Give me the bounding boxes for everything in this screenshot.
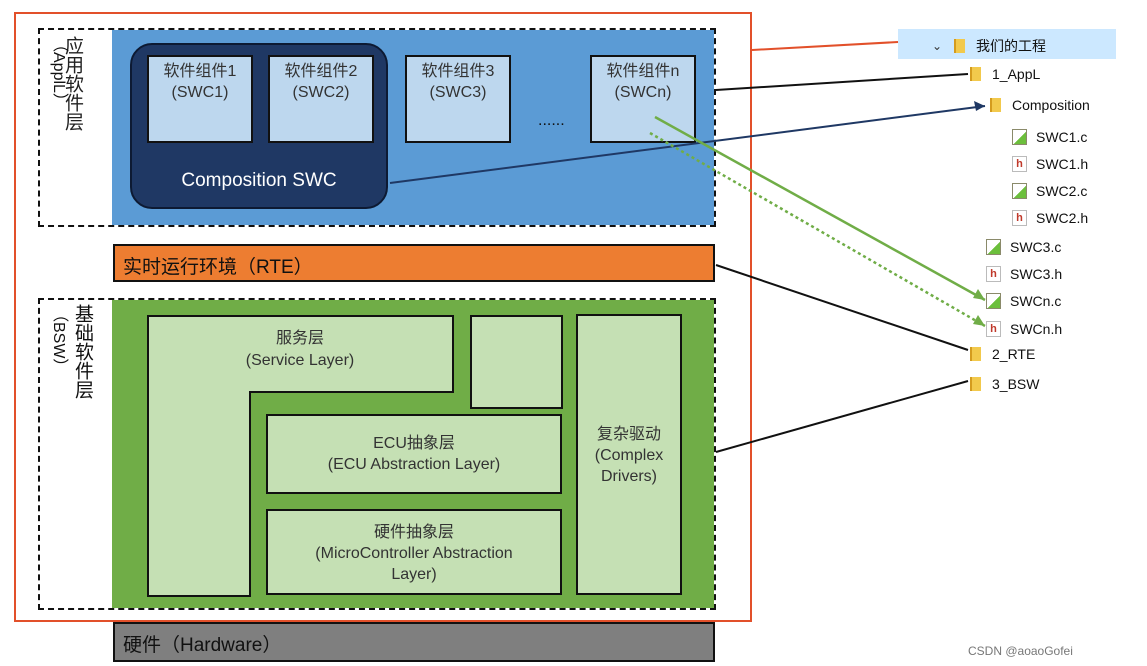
tree-item-label: 3_BSW <box>992 376 1040 392</box>
h-file-icon: h <box>986 266 1001 282</box>
watermark: CSDN @aoaoGofei <box>968 644 1073 658</box>
folder-icon <box>970 67 981 81</box>
tree-item-rte[interactable]: 2_RTE <box>970 346 1035 362</box>
tree-item-file[interactable]: h SWC3.h <box>986 266 1062 282</box>
appl-layer-border <box>38 28 716 227</box>
service-label-cn: 服务层 <box>275 330 324 347</box>
swc-label-cn: 软件组件n <box>606 63 680 80</box>
tree-item-composition[interactable]: Composition <box>990 97 1090 113</box>
swc-label-cn: 软件组件1 <box>163 63 237 80</box>
hardware-layer: 硬件（Hardware） <box>113 622 715 662</box>
folder-icon <box>970 347 981 361</box>
chevron-down-icon[interactable]: ⌄ <box>932 39 943 53</box>
folder-icon <box>970 377 981 391</box>
tree-item-label: Composition <box>1012 97 1090 113</box>
swc-label-cn: 软件组件3 <box>421 63 495 80</box>
connector-composition <box>389 105 986 184</box>
swc-label-en: (SWCn) <box>614 84 672 101</box>
connector-frame-root <box>751 41 899 51</box>
folder-icon <box>990 98 1001 112</box>
arrowhead <box>973 289 985 300</box>
swc-label-cn: 软件组件2 <box>284 63 358 80</box>
connector-bsw <box>715 380 969 453</box>
tree-item-label: 1_AppL <box>992 66 1041 82</box>
tree-item-label: SWC3.h <box>1010 266 1063 282</box>
bsw-layer-border <box>38 298 716 610</box>
connector-swcn-h <box>649 131 986 328</box>
swc-label-en: (SWC1) <box>171 84 229 101</box>
swc-box-n: 软件组件n (SWCn) <box>590 55 696 143</box>
tree-item-file[interactable]: h SWC1.h <box>1012 156 1088 172</box>
tree-item-file[interactable]: SWC1.c <box>1012 129 1087 145</box>
tree-item-label: SWCn.h <box>1010 321 1063 337</box>
h-file-icon: h <box>1012 210 1027 226</box>
tree-item-label: SWC1.h <box>1036 156 1089 172</box>
hardware-label: 硬件（Hardware） <box>123 635 282 656</box>
c-file-icon <box>1012 129 1027 145</box>
tree-item-label: SWC2.h <box>1036 210 1089 226</box>
mcal-label-cn: 硬件抽象层 <box>373 524 454 541</box>
swc-label-en: (SWC3) <box>429 84 487 101</box>
c-file-icon <box>986 239 1001 255</box>
swc-box-2: 软件组件2 (SWC2) <box>268 55 374 143</box>
service-layer-label: 服务层 (Service Layer) <box>150 328 450 372</box>
composition-swc-label: Composition SWC <box>181 170 337 191</box>
ecu-abstraction-layer: ECU抽象层 (ECU Abstraction Layer) <box>266 414 562 494</box>
tree-selected-row[interactable] <box>898 29 1116 59</box>
tree-item-file[interactable]: SWC3.c <box>986 239 1061 255</box>
h-file-icon: h <box>986 321 1001 337</box>
tree-root-label: 我们的工程 <box>976 38 1046 54</box>
arrowhead <box>973 315 985 326</box>
appl-layer-label: 应用软件层 <box>48 36 96 136</box>
connector-appl <box>715 73 969 91</box>
tree-item-label: SWC2.c <box>1036 183 1088 199</box>
folder-icon <box>954 39 965 53</box>
cdd-label-en2: Drivers) <box>601 468 657 485</box>
mcal-layer: 硬件抽象层 (MicroController Abstraction Layer… <box>266 509 562 595</box>
ecu-label-en: (ECU Abstraction Layer) <box>327 456 501 473</box>
cdd-label-cn: 复杂驱动 <box>596 426 661 443</box>
cdd-label-en: (Complex <box>594 447 664 464</box>
mcal-label-en: (MicroController Abstraction <box>315 545 513 562</box>
appl-label-cn: 应用软件层 <box>62 36 83 131</box>
tree-root[interactable]: ⌄ 我们的工程 <box>932 36 1046 56</box>
tree-item-label: SWC3.c <box>1010 239 1062 255</box>
bsw-label-en: （BSW） <box>50 306 67 375</box>
swc-box-1: 软件组件1 (SWC1) <box>147 55 253 143</box>
tree-item-label: SWCn.c <box>1010 293 1062 309</box>
ecu-label-cn: ECU抽象层 <box>373 435 455 452</box>
complex-drivers: 复杂驱动 (Complex Drivers) <box>576 314 682 595</box>
swc-box-3: 软件组件3 (SWC3) <box>405 55 511 143</box>
rte-layer: 实时运行环境（RTE） <box>113 244 715 282</box>
tree-item-label: SWC1.c <box>1036 129 1088 145</box>
swc-ellipsis: ...... <box>538 112 565 129</box>
connector-swcn-c <box>654 115 986 302</box>
arrowhead <box>974 101 985 111</box>
tree-item-file[interactable]: h SWC2.h <box>1012 210 1088 226</box>
tree-item-appl[interactable]: 1_AppL <box>970 66 1040 82</box>
rte-label: 实时运行环境（RTE） <box>123 257 313 278</box>
c-file-icon <box>1012 183 1027 199</box>
mcal-label-en2: Layer) <box>391 566 437 583</box>
h-file-icon: h <box>1012 156 1027 172</box>
tree-item-label: 2_RTE <box>992 346 1036 362</box>
tree-item-file[interactable]: h SWCn.h <box>986 321 1062 337</box>
appl-label-en: （ApplL） <box>50 36 67 109</box>
tree-item-file[interactable]: SWCn.c <box>986 293 1061 309</box>
connector-rte <box>715 264 969 351</box>
service-label-en: (Service Layer) <box>245 352 355 369</box>
c-file-icon <box>986 293 1001 309</box>
project-frame <box>14 12 752 622</box>
bsw-label-cn: 基础软件层 <box>72 304 93 399</box>
swc-label-en: (SWC2) <box>292 84 350 101</box>
tree-item-bsw[interactable]: 3_BSW <box>970 376 1039 392</box>
tree-item-file[interactable]: SWC2.c <box>1012 183 1087 199</box>
